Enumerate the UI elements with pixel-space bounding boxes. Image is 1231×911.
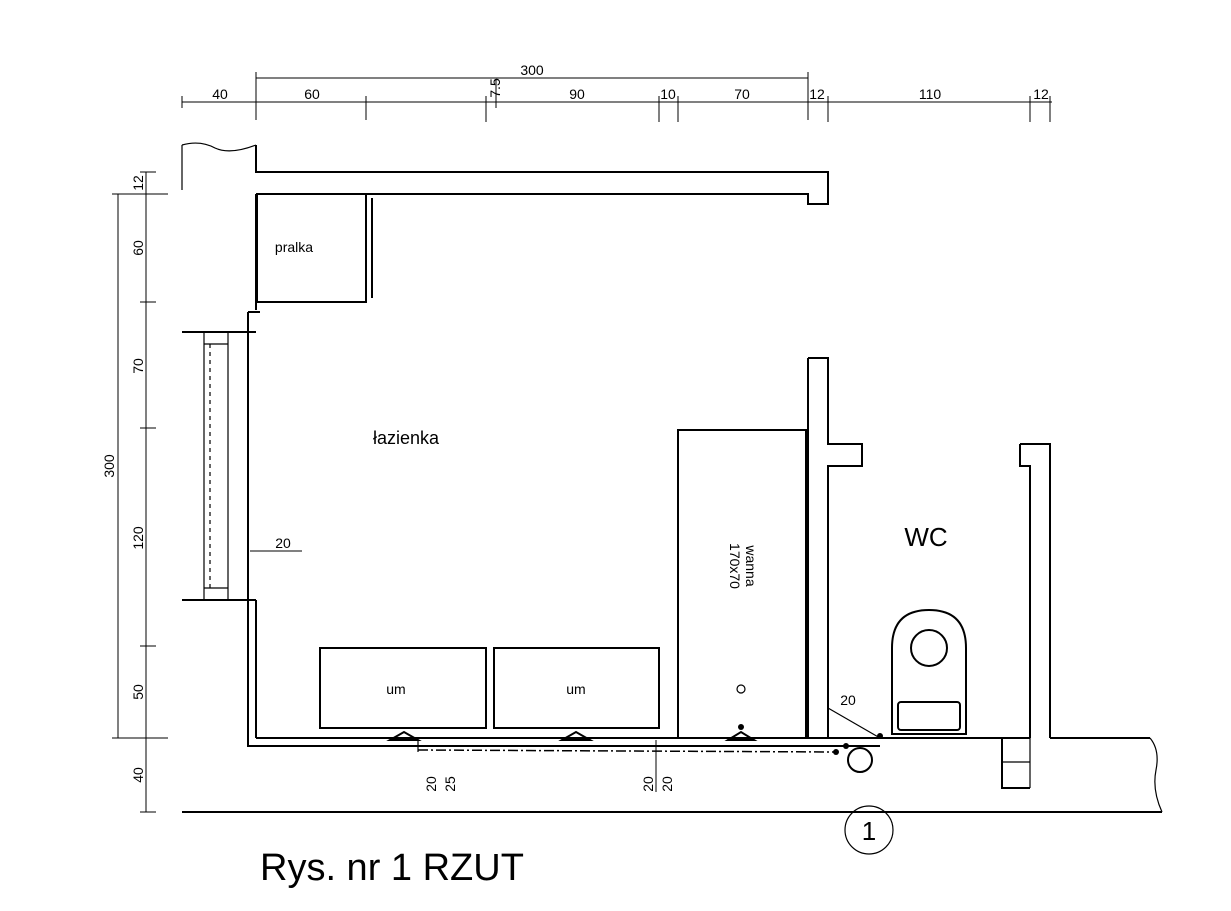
pipes [250,550,883,792]
left-dimensions: 300 12 60 70 120 50 40 [101,171,168,813]
dim-left-3: 120 [130,526,146,550]
dim-top-1: 60 [304,86,320,102]
top-dimensions: 300 40 60 7.5 90 10 70 12 110 12 [181,62,1052,122]
bathtub-name: wanna [743,544,759,586]
pipe-dim-5: 20 [659,776,675,792]
dim-left-2: 70 [130,358,146,374]
sink-left-label: um [386,681,405,697]
pipe-dim-4: 20 [640,776,656,792]
dim-left-4: 50 [130,684,146,700]
dim-top-3: 90 [569,86,585,102]
room-bathroom-label: łazienka [373,428,440,448]
walls [181,142,1163,813]
dim-top-2: 7.5 [487,78,503,98]
dim-top-0: 40 [212,86,228,102]
room-wc-label: WC [904,522,947,552]
dim-top-6: 12 [809,86,825,102]
pipe-dim-2: 20 [423,776,439,792]
dim-left-1: 60 [130,240,146,256]
pipe-dim-1: 20 [840,692,856,708]
dim-top-4: 10 [660,86,676,102]
section-marker: 1 [844,805,894,855]
washing-machine: pralka [256,193,373,303]
sink-left: um [319,647,487,729]
sink-right-label: um [566,681,585,697]
washing-machine-label: pralka [275,239,313,255]
dim-top-5: 70 [734,86,750,102]
pipe-dim-3: 25 [442,776,458,792]
dim-top-7: 110 [919,86,942,102]
dim-left-total: 300 [101,454,117,478]
toilet [891,608,967,735]
sink-right: um [493,647,660,729]
dim-left-0: 12 [130,175,146,191]
bathtub: wanna 170x70 [677,429,807,739]
pipe-dim-0: 20 [275,535,291,551]
bathtub-size: 170x70 [727,543,743,589]
drawing-title: Rys. nr 1 RZUT [260,847,524,889]
dim-left-5: 40 [130,767,146,783]
section-marker-label: 1 [862,816,876,846]
dim-top-8: 12 [1033,86,1049,102]
dim-top-total: 300 [520,62,544,78]
